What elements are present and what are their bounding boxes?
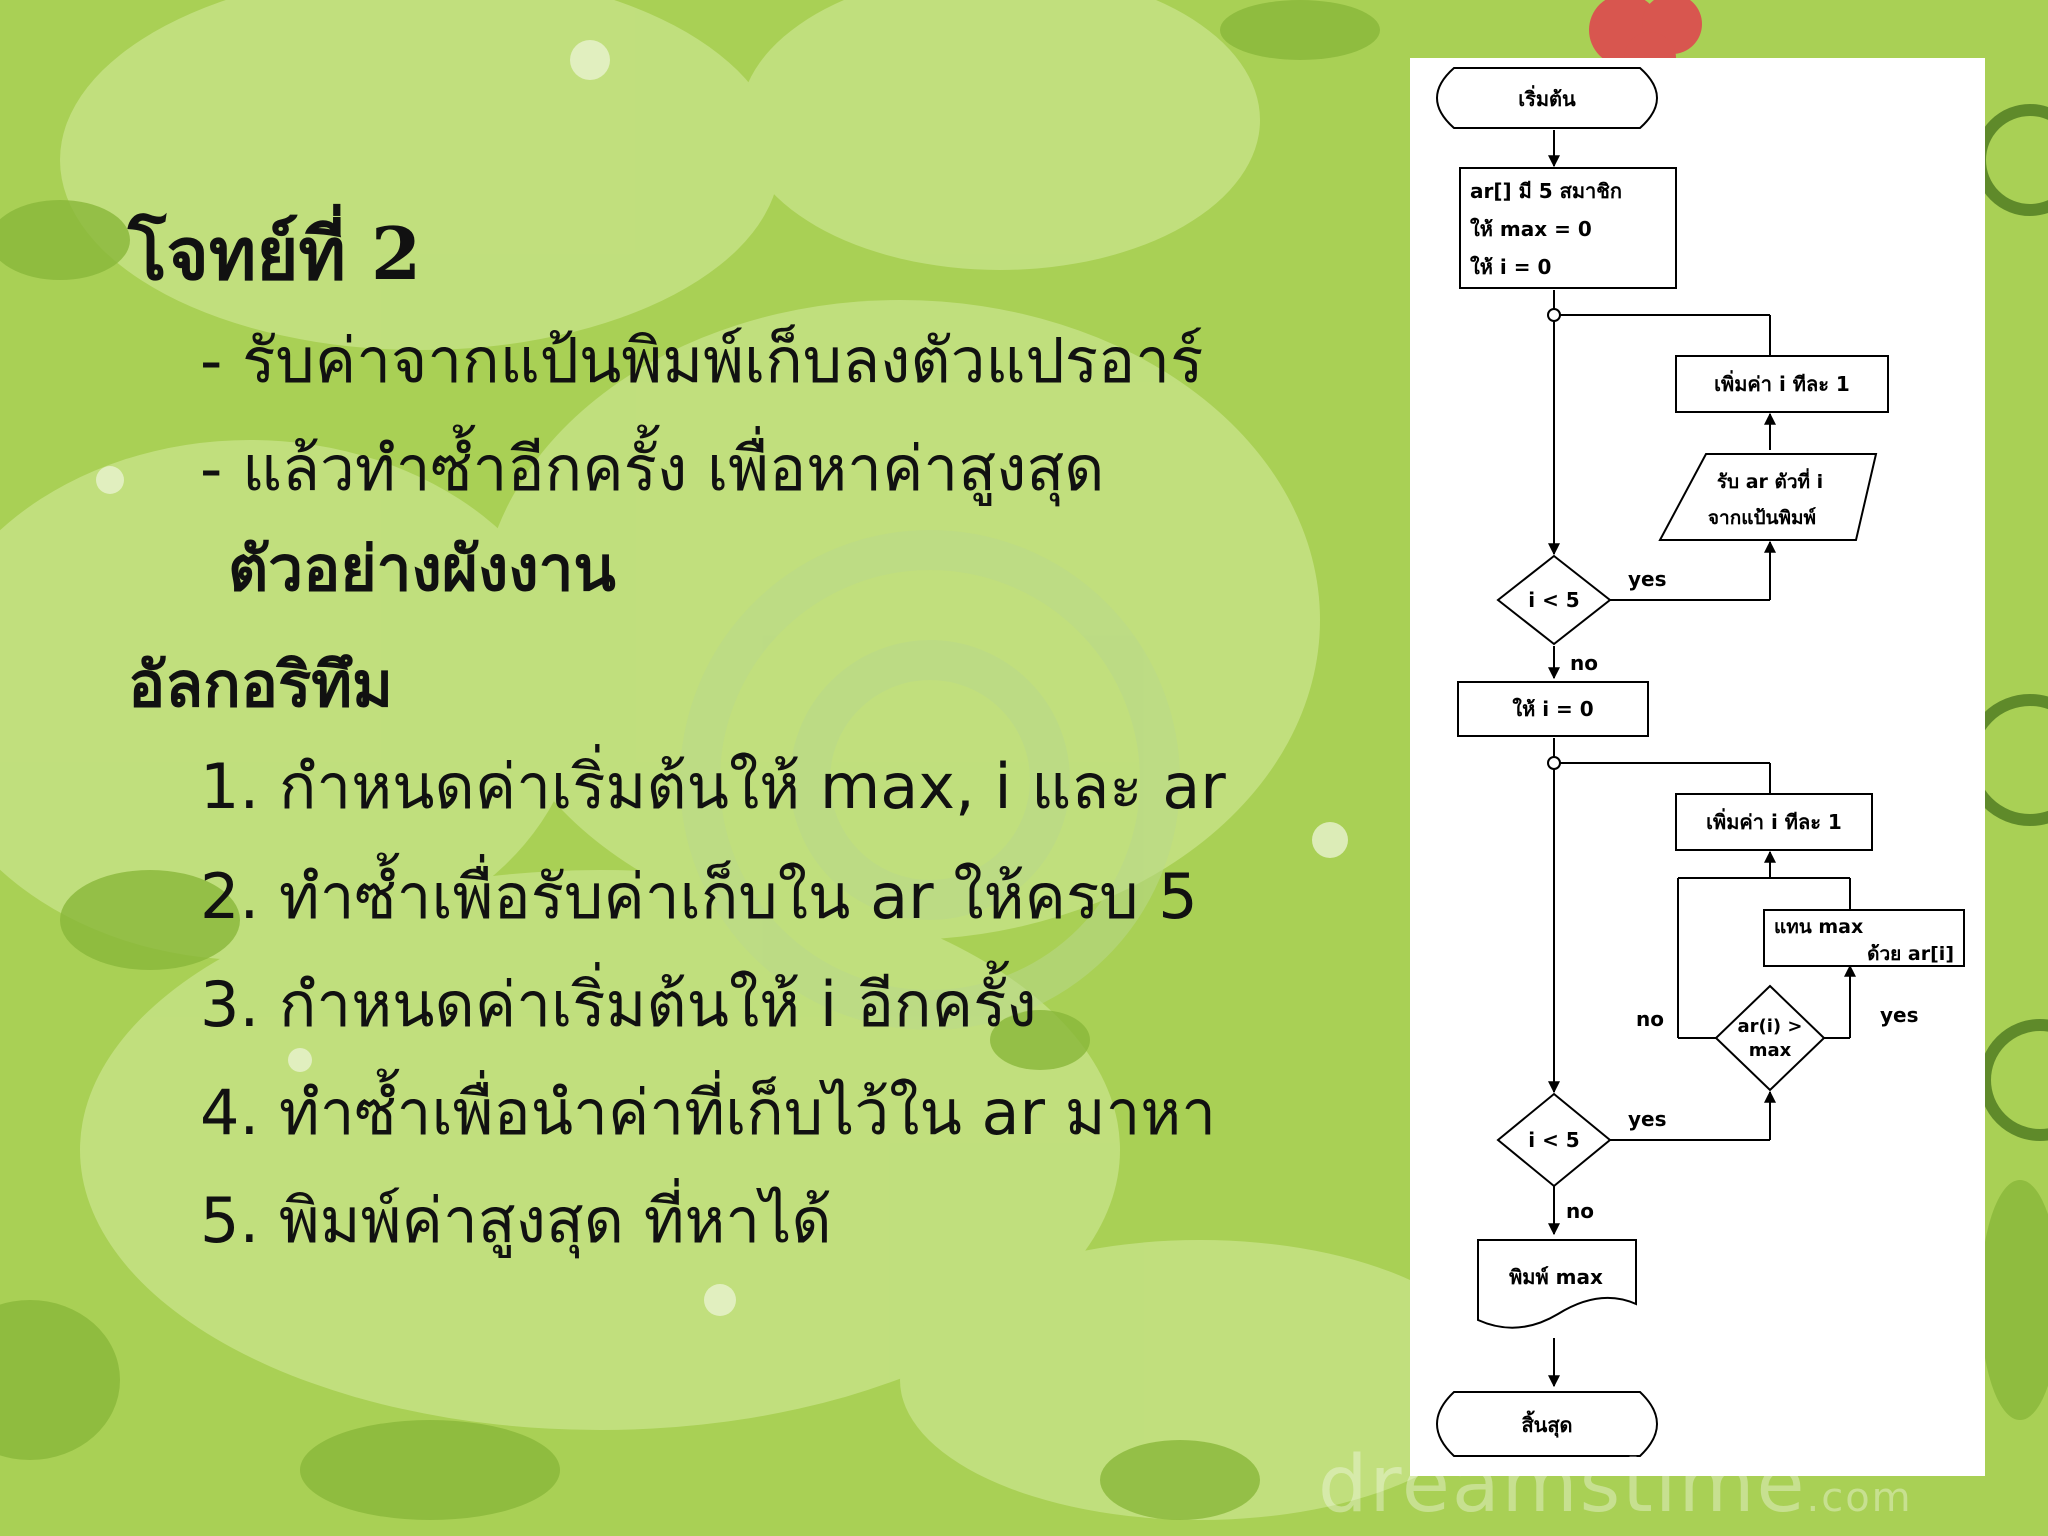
no-label-2: no: [1566, 1199, 1594, 1223]
watermark-main: dreamstime: [1318, 1440, 1807, 1530]
print-label: พิมพ์ max: [1509, 1265, 1603, 1289]
replace-line-1: แทน max: [1774, 916, 1863, 938]
input-line-1: รับ ar ตัวที่ i: [1717, 468, 1823, 493]
init-line-3: ให้ i = 0: [1470, 255, 1551, 279]
watermark-suffix: .com: [1806, 1475, 1913, 1521]
init-line-2: ให้ max = 0: [1470, 217, 1592, 241]
increment-label-1: เพิ่มค่า i ทีละ 1: [1714, 369, 1850, 396]
init-line-1: ar[] มี 5 สมาชิก: [1470, 179, 1622, 203]
end-label: สิ้นสุด: [1521, 1410, 1572, 1438]
task-line-1: - รับค่าจากแป้นพิมพ์เก็บลงตัวแปรอาร์: [200, 324, 1204, 397]
algorithm-heading: อัลกอริทึม: [128, 648, 394, 721]
reset-i-label: ให้ i = 0: [1512, 697, 1593, 721]
algorithm-step-4: 4. ทำซ้ำเพื่อนำค่าที่เก็บไว้ใน ar มาหา: [200, 1076, 1217, 1149]
yes-label-1: yes: [1628, 567, 1667, 591]
algorithm-step-3: 3. กำหนดค่าเริ่มต้นให้ i อีกครั้ง: [200, 968, 1037, 1041]
replace-max-box: แทน max ด้วย ar[i]: [1763, 909, 1965, 967]
init-process-box: ar[] มี 5 สมาชิก ให้ max = 0 ให้ i = 0: [1459, 167, 1677, 289]
print-document-shape: พิมพ์ max: [1477, 1239, 1637, 1329]
loop-connector-2: [1547, 756, 1561, 770]
compare-yes-label: yes: [1880, 1003, 1919, 1027]
flowchart-panel: เริ่มต้น ar[] มี 5 สมาชิก ให้ max = 0 ให…: [1410, 58, 1985, 1476]
compare-no-label: no: [1636, 1007, 1664, 1031]
compare-line-2: max: [1749, 1040, 1792, 1061]
input-line-2: จากแป้นพิมพ์: [1708, 507, 1816, 529]
reset-i-box: ให้ i = 0: [1457, 681, 1649, 737]
increment-box-2: เพิ่มค่า i ทีละ 1: [1675, 793, 1873, 851]
increment-label-2: เพิ่มค่า i ทีละ 1: [1706, 807, 1842, 834]
loop-connector-1: [1547, 308, 1561, 322]
start-terminal: เริ่มต้น: [1436, 67, 1658, 129]
decision-label-1: i < 5: [1528, 588, 1579, 612]
start-label: เริ่มต้น: [1518, 84, 1576, 111]
replace-line-2: ด้วย ar[i]: [1867, 943, 1954, 965]
decision-label-2: i < 5: [1528, 1128, 1579, 1152]
watermark: dreamstime.com: [1318, 1440, 1913, 1530]
decision-diamond-2: i < 5: [1496, 1092, 1612, 1188]
task-line-2: - แล้วทำซ้ำอีกครั้ง เพื่อหาค่าสูงสุด: [200, 432, 1105, 505]
end-terminal: สิ้นสุด: [1436, 1391, 1658, 1457]
algorithm-step-5: 5. พิมพ์ค่าสูงสุด ที่หาได้: [200, 1184, 832, 1257]
input-parallelogram: รับ ar ตัวที่ i จากแป้นพิมพ์: [1658, 453, 1878, 541]
no-label-1: no: [1570, 651, 1598, 675]
yes-label-2: yes: [1628, 1107, 1667, 1131]
example-heading: ตัวอย่างผังงาน: [228, 532, 616, 605]
decision-diamond-1: i < 5: [1496, 554, 1612, 646]
compare-diamond: ar(i) > max: [1714, 984, 1826, 1092]
slide-title: โจทย์ที่ 2: [128, 211, 422, 296]
increment-box-1: เพิ่มค่า i ทีละ 1: [1675, 355, 1889, 413]
algorithm-step-1: 1. กำหนดค่าเริ่มต้นให้ max, i และ ar: [200, 750, 1226, 823]
compare-line-1: ar(i) >: [1738, 1016, 1803, 1037]
algorithm-step-2: 2. ทำซ้ำเพื่อรับค่าเก็บใน ar ให้ครบ 5: [200, 860, 1198, 933]
